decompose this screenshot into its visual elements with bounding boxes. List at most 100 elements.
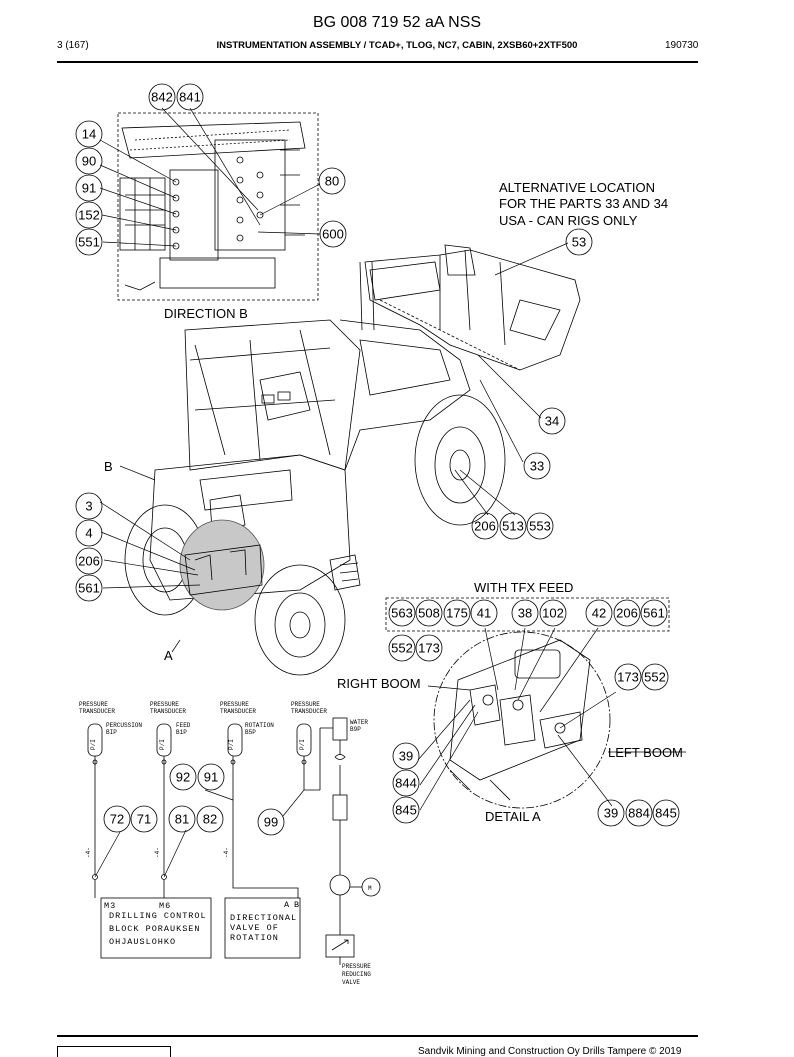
pt-label: TRANSDUCER xyxy=(291,708,327,715)
document-date: 190730 xyxy=(665,40,699,51)
callout-841: 841 xyxy=(179,90,201,105)
label-a: A xyxy=(164,648,173,663)
pt-label: TRANSDUCER xyxy=(79,708,115,715)
callout-508: 508 xyxy=(418,606,440,621)
label-direction-b: DIRECTION B xyxy=(164,306,248,321)
pt-label: TRANSDUCER xyxy=(150,708,186,715)
callout-38: 38 xyxy=(518,606,532,621)
sensor-feed: FEED xyxy=(176,722,191,729)
schematic-labels: PRESSURE TRANSDUCER PRESSURE TRANSDUCER … xyxy=(79,701,372,986)
callout-99: 99 xyxy=(264,815,278,830)
callout-91: 91 xyxy=(204,770,218,785)
callout-152: 152 xyxy=(78,208,100,223)
drilling-control-label: BLOCK PORAUKSEN xyxy=(109,924,201,934)
drilling-control-label: DRILLING CONTROL xyxy=(109,911,207,921)
callout-81: 81 xyxy=(175,812,189,827)
pt-label: PRESSURE xyxy=(291,701,320,708)
port-b: B xyxy=(294,900,300,910)
callout-90: 90 xyxy=(82,154,96,169)
gauge-symbol: P/I xyxy=(299,739,306,750)
callout-82: 82 xyxy=(203,812,217,827)
document-heading: INSTRUMENTATION ASSEMBLY / TCAD+, TLOG, … xyxy=(216,40,578,51)
wire-marker: -4- xyxy=(223,847,230,858)
sensor-percussion: PERCUSSION xyxy=(106,722,142,729)
callout-41: 41 xyxy=(477,606,491,621)
motor-symbol: M xyxy=(368,885,372,892)
callout-3: 3 xyxy=(85,499,92,514)
callout-845: 845 xyxy=(655,806,677,821)
callout-53: 53 xyxy=(572,235,586,250)
callout-513: 513 xyxy=(502,519,524,534)
callout-844: 844 xyxy=(395,776,417,791)
pt-label: TRANSDUCER xyxy=(220,708,256,715)
callout-80: 80 xyxy=(325,174,339,189)
callout-552: 552 xyxy=(644,670,666,685)
sensor-water: WATER xyxy=(350,719,368,726)
sensor-water-id: B9P xyxy=(350,726,361,733)
prv-label: REDUCING xyxy=(342,971,371,978)
callout-175: 175 xyxy=(446,606,468,621)
footer-rule xyxy=(57,1035,698,1037)
directional-valve-label: ROTATION xyxy=(230,933,279,943)
label-detail-a: DETAIL A xyxy=(485,809,541,824)
callout-553: 553 xyxy=(529,519,551,534)
leader-lines xyxy=(94,107,686,878)
callout-884: 884 xyxy=(628,806,650,821)
callout-71: 71 xyxy=(137,812,151,827)
callout-206: 206 xyxy=(616,606,638,621)
prv-label: VALVE xyxy=(342,979,360,986)
callout-561: 561 xyxy=(643,606,665,621)
callout-552: 552 xyxy=(391,641,413,656)
drawing-labels: DIRECTION B ALTERNATIVE LOCATION FOR THE… xyxy=(104,180,683,824)
footer-copyright: Sandvik Mining and Construction Oy Drill… xyxy=(418,1046,682,1057)
callout-42: 42 xyxy=(592,606,606,621)
document-title: BG 008 719 52 aA NSS xyxy=(312,14,482,31)
gauge-symbol: P/I xyxy=(228,739,235,750)
direction-b-inset xyxy=(117,112,319,301)
callout-circles xyxy=(75,83,680,836)
gauge-symbol: P/I xyxy=(159,739,166,750)
label-alternative-location: ALTERNATIVE LOCATION xyxy=(499,180,655,195)
callout-34: 34 xyxy=(545,414,559,429)
callout-845: 845 xyxy=(395,803,417,818)
page-number: 3 (167) xyxy=(57,40,89,51)
pt-label: PRESSURE xyxy=(220,701,249,708)
prv-label: PRESSURE xyxy=(342,963,371,970)
sandvik-logo xyxy=(57,1046,171,1057)
callout-173: 173 xyxy=(617,670,639,685)
pt-label: PRESSURE xyxy=(150,701,179,708)
label-left-boom: LEFT BOOM xyxy=(608,745,683,760)
label-with-tfx-feed: WITH TFX FEED xyxy=(474,580,573,595)
callout-206: 206 xyxy=(474,519,496,534)
wire-marker: -4- xyxy=(154,847,161,858)
sensor-rotation-id: B5P xyxy=(245,729,256,736)
frame-alternative-location xyxy=(359,244,581,371)
port-a: A xyxy=(284,900,290,910)
callout-563: 563 xyxy=(391,606,413,621)
sensor-percussion-id: BIP xyxy=(106,729,117,736)
sensor-feed-id: B1P xyxy=(176,729,187,736)
callout-72: 72 xyxy=(110,812,124,827)
callout-91: 91 xyxy=(82,181,96,196)
wire-marker: -4- xyxy=(85,847,92,858)
directional-valve-label: DIRECTIONAL xyxy=(230,913,297,923)
drilling-control-label: OHJAUSLOHKO xyxy=(109,937,176,947)
callout-173: 173 xyxy=(418,641,440,656)
callout-842: 842 xyxy=(151,90,173,105)
callout-102: 102 xyxy=(542,606,564,621)
callout-92: 92 xyxy=(176,770,190,785)
gauge-symbol: P/I xyxy=(90,739,97,750)
detail-a xyxy=(385,597,670,809)
callout-14: 14 xyxy=(82,127,96,142)
callout-561: 561 xyxy=(78,581,100,596)
label-usa-can: USA - CAN RIGS ONLY xyxy=(499,213,638,228)
sensor-rotation: ROTATION xyxy=(245,722,274,729)
port-m3: M3 xyxy=(104,901,116,911)
callout-numbers: 842 841 14 90 91 152 551 80 600 53 34 33… xyxy=(78,90,677,830)
port-m6: M6 xyxy=(159,901,171,911)
machine-body xyxy=(124,319,506,676)
callout-206: 206 xyxy=(78,554,100,569)
callout-39: 39 xyxy=(604,806,618,821)
directional-valve-label: VALVE OF xyxy=(230,923,279,933)
